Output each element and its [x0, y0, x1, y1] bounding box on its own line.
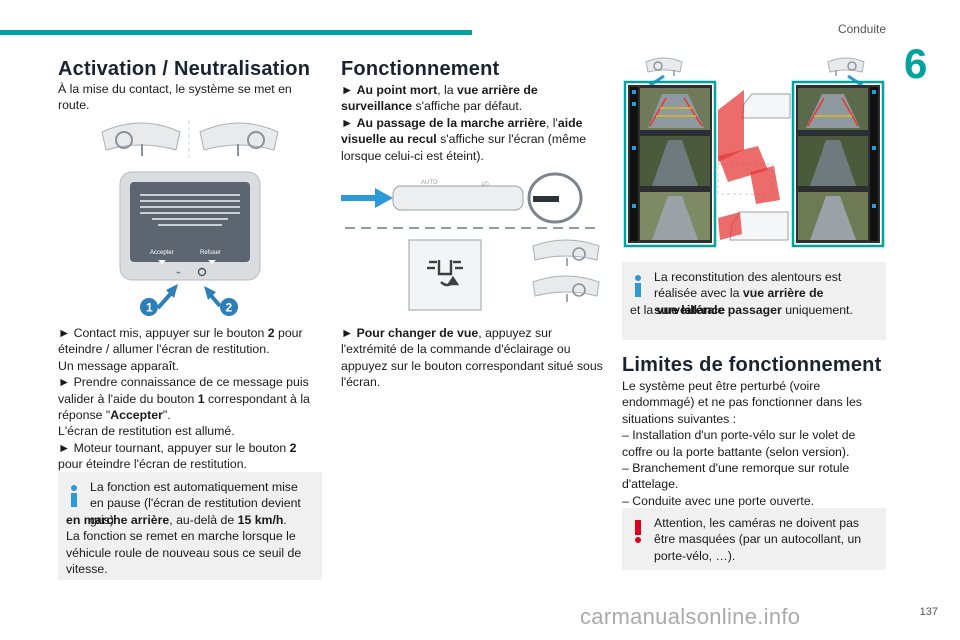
vehicle-outlines	[717, 93, 791, 241]
lighting-stalk-illustration: AUTO ≡D	[341, 172, 600, 311]
callout-1	[140, 298, 158, 316]
watermark: carmanualsonline.info	[580, 604, 801, 629]
info-icon	[635, 275, 641, 297]
rear-zone	[718, 90, 744, 162]
mirror-icon-right	[827, 57, 865, 76]
svg-text:≡D: ≡D	[481, 182, 490, 188]
svg-text:AUTO: AUTO	[421, 180, 438, 186]
lighting-stalk	[392, 185, 524, 211]
warning-icon	[635, 520, 641, 543]
info-box-reconstitution: La reconstitution des alentours est réal…	[622, 262, 886, 340]
limites-title: Limites de fonctionnement	[622, 354, 882, 376]
steering-wheel-right-icon	[199, 122, 279, 156]
power-button-icon	[197, 267, 207, 277]
warning-box-cameras: Attention, les caméras ne doivent pas êt…	[622, 508, 886, 570]
mirror-icon-left	[645, 57, 683, 76]
camera-button-icon: ⌁	[176, 268, 181, 277]
activation-intro: À la mise du contact, le système se met …	[58, 82, 292, 113]
right-view-frame	[791, 80, 885, 248]
activation-steps: ► Contact mis, appuyer sur le bouton 2 p…	[58, 326, 310, 472]
callout-2	[220, 298, 238, 316]
header-accent-bar	[0, 30, 472, 35]
steering-wheel-left-icon	[101, 122, 181, 156]
fonctionnement-text: ► Au point mort, la vue arrière de surve…	[341, 83, 587, 163]
touchscreen-illustration: Accepter Refuser ⌁ 1 2	[101, 120, 279, 316]
change-view-icon	[427, 260, 463, 287]
refuse-option: Refuser	[200, 250, 221, 256]
mirror-icon-bottom	[532, 275, 600, 302]
svg-text:1: 1	[146, 301, 153, 315]
left-view-frame	[623, 80, 717, 248]
svg-text:2: 2	[226, 301, 233, 315]
chapter-number: 6	[904, 40, 928, 87]
fonctionnement-title: Fonctionnement	[341, 58, 500, 80]
page-number: 137	[919, 606, 938, 618]
info-box-pause: La fonction est automatiquement mise en …	[58, 472, 322, 580]
mirror-icon-top	[532, 239, 600, 266]
info-icon	[71, 485, 77, 507]
steering-wheel-icon	[527, 172, 583, 224]
accept-option: Accepter	[150, 250, 174, 256]
limites-text: Le système peut être perturbé (voire end…	[622, 379, 862, 508]
camera-views-illustration	[623, 57, 885, 248]
change-view-text: ► Pour changer de vue, appuyez sur l'ext…	[341, 326, 603, 390]
activation-title: Activation / Neutralisation	[58, 58, 311, 80]
section-title: Conduite	[837, 22, 886, 36]
